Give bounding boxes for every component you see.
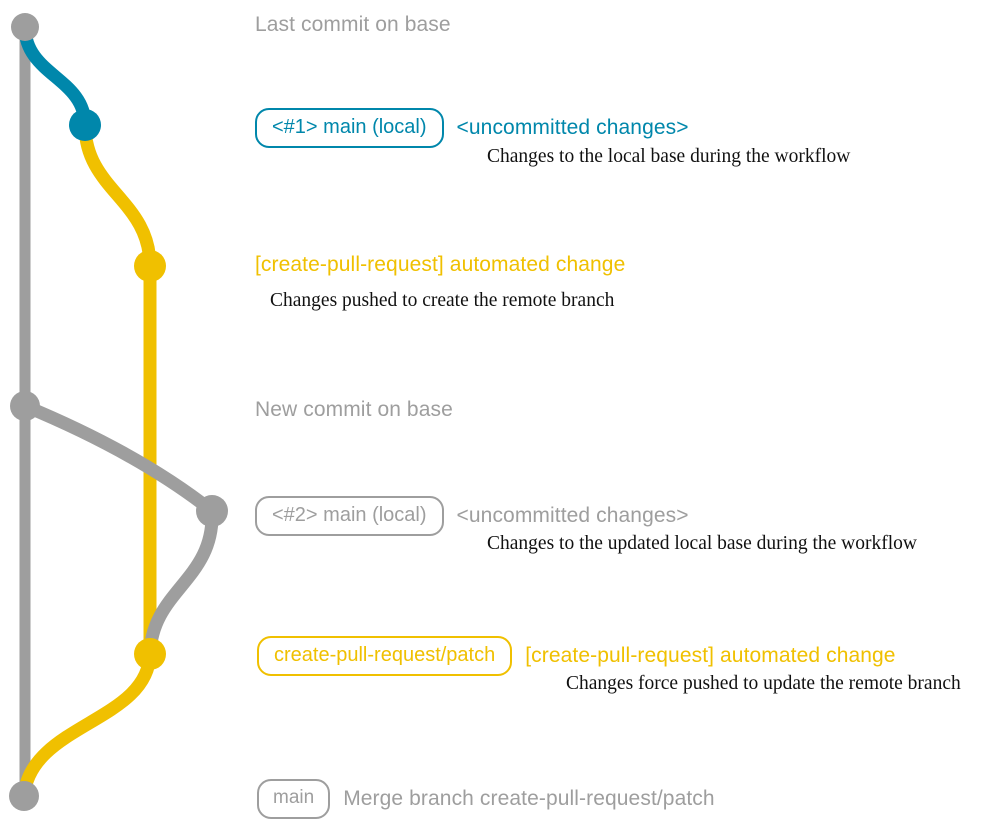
commit-dot-create-pull-request-commit-1[interactable] — [134, 250, 166, 282]
commit-caption: Merge branch create-pull-request/patch — [343, 787, 715, 810]
row-create-pull-request-commit-1: [create-pull-request] automated change — [255, 253, 625, 277]
base-to-local2-curve — [18, 399, 219, 518]
commit-dot-local-main-1[interactable] — [69, 109, 101, 141]
commit-dot-new-commit-on-base[interactable] — [10, 391, 40, 421]
commit-description-create-pull-request-commit-2: Changes force pushed to update the remot… — [566, 673, 961, 694]
row-new-commit-on-base: New commit on base — [255, 398, 453, 422]
commit-caption: <uncommitted changes> — [456, 116, 689, 139]
ref-pill-local-main-1[interactable]: <#1> main (local) — [255, 108, 444, 148]
ref-pill-local-main-2[interactable]: <#2> main (local) — [255, 496, 444, 536]
row-create-pull-request-commit-2: create-pull-request/patch [create-pull-r… — [257, 636, 896, 676]
ref-pill-main[interactable]: main — [257, 779, 331, 819]
row-local-main-1: <#1> main (local) <uncommitted changes> — [255, 108, 689, 148]
local2-to-patch-curve — [143, 504, 219, 661]
commit-description-create-pull-request-commit-1: Changes pushed to create the remote bran… — [270, 290, 615, 311]
local-branch-curve-teal — [18, 20, 92, 132]
commit-caption: New commit on base — [255, 398, 453, 421]
commit-caption: [create-pull-request] automated change — [525, 644, 896, 667]
commit-dot-create-pull-request-commit-2[interactable] — [134, 638, 166, 670]
patch-branch-curve-top — [78, 118, 157, 273]
spacer — [444, 128, 457, 129]
patch-merge-curve — [17, 647, 157, 803]
spacer — [444, 516, 457, 517]
spacer — [512, 656, 525, 657]
commit-caption: Last commit on base — [255, 13, 451, 36]
commit-dot-last-commit-on-base[interactable] — [11, 13, 39, 41]
commit-dot-merge-commit[interactable] — [9, 781, 39, 811]
ref-pill-create-pull-request-patch[interactable]: create-pull-request/patch — [257, 636, 513, 676]
row-last-commit-on-base: Last commit on base — [255, 13, 451, 37]
commit-caption: [create-pull-request] automated change — [255, 253, 626, 276]
commit-caption: <uncommitted changes> — [456, 504, 689, 527]
row-merge-commit: main Merge branch create-pull-request/pa… — [257, 779, 715, 819]
commit-dot-local-main-2[interactable] — [196, 495, 228, 527]
row-local-main-2: <#2> main (local) <uncommitted changes> — [255, 496, 689, 536]
commit-description-local-main-1: Changes to the local base during the wor… — [487, 146, 851, 167]
spacer — [330, 799, 343, 800]
commit-description-local-main-2: Changes to the updated local base during… — [487, 533, 917, 554]
